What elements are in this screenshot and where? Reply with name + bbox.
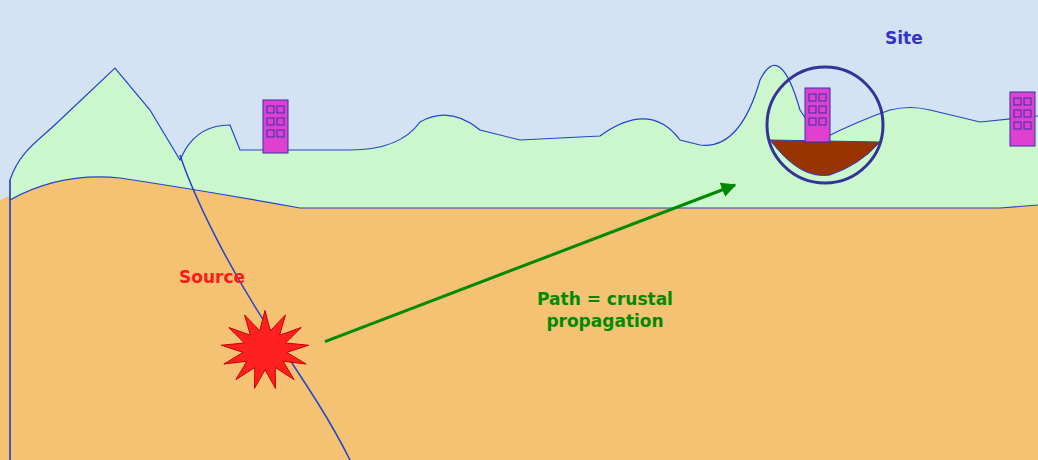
building-left bbox=[263, 100, 288, 153]
building-window bbox=[267, 118, 274, 125]
building-window bbox=[267, 106, 274, 113]
propagation-arrow bbox=[325, 185, 735, 342]
fault-line bbox=[180, 155, 350, 460]
building-window bbox=[1014, 98, 1021, 105]
edge-label: Path = crustal propagation bbox=[505, 288, 705, 332]
layer-boundary-line bbox=[10, 177, 1038, 208]
building-window bbox=[809, 94, 816, 101]
building-window bbox=[277, 118, 284, 125]
building-right bbox=[1010, 92, 1035, 146]
building-site bbox=[805, 88, 830, 142]
building-body bbox=[263, 100, 288, 153]
crust-layer bbox=[0, 177, 1038, 460]
building-window bbox=[1014, 110, 1021, 117]
ground-surface-line bbox=[10, 65, 1038, 460]
node-label: Source bbox=[179, 267, 245, 287]
site-circle: Site bbox=[735, 22, 945, 190]
building-window bbox=[1024, 98, 1031, 105]
building-window bbox=[267, 130, 274, 137]
building-window bbox=[1024, 110, 1031, 117]
building-window bbox=[277, 106, 284, 113]
building-window bbox=[1024, 122, 1031, 129]
source-burst: Source bbox=[175, 265, 325, 397]
building-window bbox=[809, 118, 816, 125]
building-window bbox=[819, 118, 826, 125]
rupture-starburst bbox=[221, 310, 308, 388]
building-body bbox=[1010, 92, 1035, 146]
node-label: Site bbox=[885, 28, 923, 48]
section-edge bbox=[9, 180, 10, 460]
surface-layer bbox=[10, 65, 1038, 460]
building-window bbox=[819, 106, 826, 113]
building-window bbox=[809, 106, 816, 113]
building-window bbox=[819, 94, 826, 101]
building-window bbox=[277, 130, 284, 137]
site-ring bbox=[767, 67, 883, 183]
building-body bbox=[805, 88, 830, 142]
building-window bbox=[1014, 122, 1021, 129]
